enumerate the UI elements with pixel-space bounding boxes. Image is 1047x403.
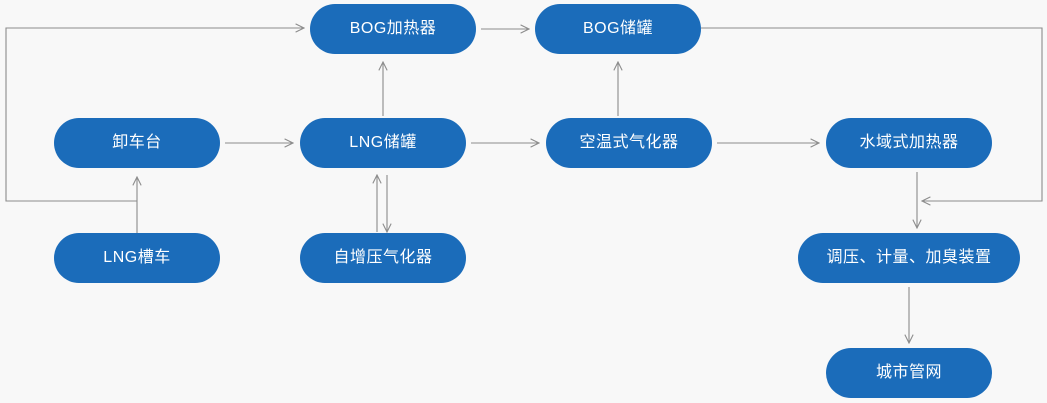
node-label: LNG槽车	[103, 249, 171, 266]
connector-bogtank-right-loop	[701, 27, 1043, 201]
node-self-pressurizer[interactable]: 自增压气化器	[300, 233, 466, 283]
node-lng-tanker[interactable]: LNG槽车	[54, 233, 220, 283]
node-lng-tank[interactable]: LNG储罐	[300, 118, 466, 168]
connector-left-return-loop	[5, 28, 304, 202]
node-label: 空温式气化器	[579, 134, 679, 151]
node-label: 自增压气化器	[333, 249, 433, 266]
node-bog-tank[interactable]: BOG储罐	[535, 4, 701, 54]
node-label: BOG加热器	[349, 20, 437, 37]
node-label: 卸车台	[112, 134, 162, 151]
node-regulation-unit[interactable]: 调压、计量、加臭装置	[798, 233, 1020, 283]
node-city-pipeline[interactable]: 城市管网	[826, 348, 992, 398]
node-water-bath-heater[interactable]: 水域式加热器	[826, 118, 992, 168]
node-bog-heater[interactable]: BOG加热器	[310, 4, 476, 54]
node-unloading-dock[interactable]: 卸车台	[54, 118, 220, 168]
node-label: 城市管网	[875, 364, 942, 381]
node-label: BOG储罐	[582, 20, 654, 37]
node-label: 水域式加热器	[859, 134, 959, 151]
node-label: 调压、计量、加臭装置	[826, 249, 992, 266]
node-label: LNG储罐	[349, 134, 417, 151]
node-ambient-vaporizer[interactable]: 空温式气化器	[546, 118, 712, 168]
